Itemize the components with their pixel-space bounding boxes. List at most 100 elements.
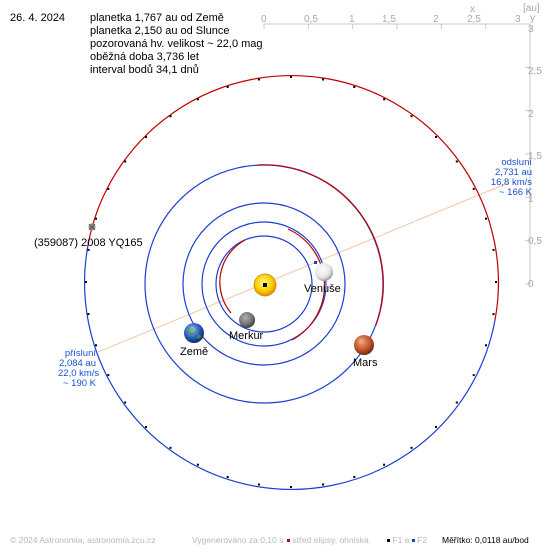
orbit-point: [383, 463, 386, 466]
orbit-point: [257, 78, 260, 81]
date-label: 26. 4. 2024: [10, 12, 66, 24]
aphelion-temp: ~ 166 K: [498, 187, 532, 198]
mercury-icon: [239, 312, 255, 328]
orbit-point: [410, 446, 413, 449]
x-tick-label: 0,5: [304, 14, 318, 25]
orbit-point: [383, 98, 386, 101]
venus-orbit: [201, 221, 327, 347]
y-tick-label: 0: [528, 279, 534, 290]
orbit-point: [145, 136, 147, 138]
orbit-point: [124, 401, 127, 404]
mars-orbit-red-arc: [257, 164, 384, 326]
y-tick-label: 2: [528, 109, 534, 120]
y-axis-label: y: [530, 13, 535, 24]
asteroid-name-label: (359087) 2008 YQ165: [34, 237, 143, 249]
info-interval: interval bodů 34,1 dnů: [90, 64, 199, 76]
y-tick-label: 2,5: [528, 66, 542, 77]
legend-f2-text: F2: [417, 535, 428, 545]
orbit-point: [353, 476, 356, 478]
footer-generated: Vygenerováno za 0,10 s: [192, 535, 284, 545]
orbit-point: [85, 281, 87, 283]
mercury-label: Merkur: [229, 330, 264, 342]
x-tick-label: 0: [261, 14, 267, 25]
info-period: oběžná doba 3,736 let: [90, 51, 199, 63]
orbit-point: [485, 217, 487, 220]
orbit-point: [226, 86, 229, 88]
aphelion-info: odsluní 2,731 au 16,8 km/s ~ 166 K: [491, 158, 532, 198]
orbit-point: [410, 115, 413, 118]
perihelion-speed: 22,0 km/s: [58, 368, 100, 379]
orbit-points: [85, 76, 497, 488]
perihelion-distance: 2,084 au: [59, 358, 96, 369]
orbit-point: [87, 313, 90, 316]
x-tick-label: 3: [515, 14, 521, 25]
orbit-point: [226, 476, 229, 478]
asteroid-orbit-lower: [83, 244, 496, 490]
orbit-point: [495, 281, 497, 283]
orbit-point: [196, 98, 199, 101]
venus-icon: [315, 263, 333, 281]
orbit-point: [485, 344, 487, 347]
apsis-line: [97, 182, 509, 353]
mars-label: Mars: [353, 357, 378, 369]
orbit-point: [87, 248, 90, 251]
legend-center-text: střed elipsy, ohniska: [292, 535, 369, 545]
info-distance-sun: planetka 2,150 au od Slunce: [90, 25, 230, 37]
footer-copyright: © 2024 Astronomia, astronomia.zcu.cz: [10, 535, 156, 545]
legend-center-swatch: [287, 539, 290, 543]
orbit-point: [492, 248, 495, 251]
x-tick-label: 2,5: [467, 14, 481, 25]
asteroid-orbit-upper: [87, 75, 500, 321]
orbit-point: [95, 217, 97, 220]
info-magnitude: pozorovaná hv. velikost ~ 22,0 mag: [90, 38, 263, 50]
y-tick-label: 3: [528, 24, 534, 35]
x-tick-label: 2: [433, 14, 439, 25]
orbit-point: [145, 426, 147, 428]
venus-orbit-red-arc: [287, 228, 326, 341]
x-tick-label: 1: [349, 14, 355, 25]
axes: [263, 23, 531, 285]
x-axis-label: x: [470, 4, 475, 15]
orbit-point: [257, 483, 260, 486]
x-tick-label: 1,5: [382, 14, 396, 25]
footer-legend-foci: F1 a F2: [387, 535, 427, 545]
mercury-orbit-red-arc: [219, 239, 246, 314]
orbit-point: [492, 313, 495, 316]
sun-icon: [253, 273, 277, 297]
orbit-point: [435, 136, 437, 138]
orbit-point: [353, 86, 356, 88]
orbit-point: [196, 463, 199, 466]
info-distance-earth: planetka 1,767 au od Země: [90, 12, 224, 24]
y-tick-label: 0,5: [528, 236, 542, 247]
y-tick-label: 1: [528, 194, 534, 205]
earth-label: Země: [180, 346, 209, 358]
legend-f1-swatch: [387, 539, 390, 543]
mars-icon: [354, 335, 374, 355]
perihelion-temp: ~ 190 K: [62, 378, 96, 389]
orbit-point: [435, 426, 437, 428]
orbit-point: [95, 344, 97, 347]
legend-and-text: a: [404, 535, 410, 545]
legend-f2-swatch: [411, 539, 415, 543]
footer-legend-ellipse: střed elipsy, ohniska: [287, 535, 369, 545]
aphelion-speed: 16,8 km/s: [490, 177, 532, 188]
venus-label: Venuše: [304, 283, 341, 295]
orbit-point: [124, 160, 127, 163]
orbit-point: [472, 374, 475, 377]
focus-f2-marker: [314, 261, 317, 264]
orbit-point: [169, 115, 172, 118]
orbit-point: [290, 76, 292, 78]
orbit-point: [290, 486, 292, 488]
footer-scale: Měřítko: 0,0118 au/bod: [442, 535, 529, 545]
mercury-orbit: [215, 235, 313, 333]
orbit-point: [169, 446, 172, 449]
earth-icon: [184, 323, 204, 343]
asteroid-marker-icon: [88, 223, 96, 231]
perihelion-info: přísluní 2,084 au 22,0 km/s ~ 190 K: [58, 349, 100, 389]
aphelion-distance: 2,731 au: [495, 167, 532, 178]
orbit-point: [322, 78, 325, 81]
axis-unit-label: [au]: [523, 3, 540, 14]
legend-f1-text: F1: [392, 535, 403, 545]
orbit-point: [107, 374, 110, 377]
